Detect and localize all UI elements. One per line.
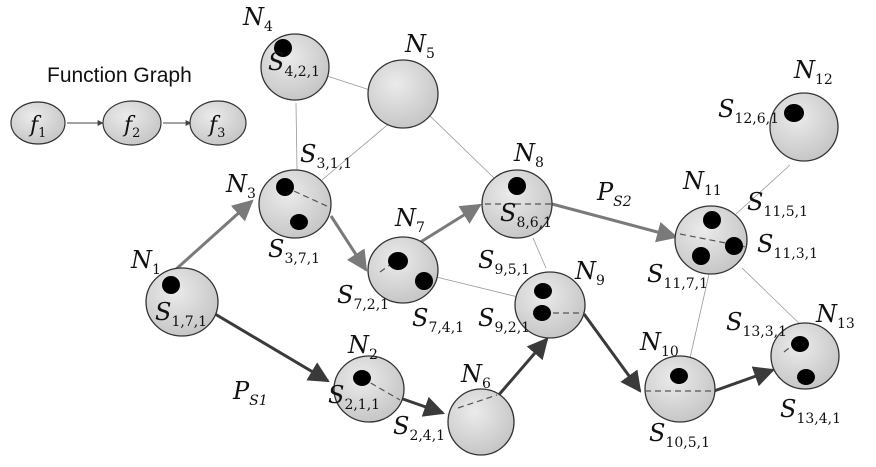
label-s861: S8,6,1 [500,199,552,231]
function-node-f3 [189,100,247,146]
link-n11-n10 [689,273,710,359]
link-n5-n8 [427,113,495,179]
label-n4: N4 [242,3,273,35]
service-dot-s1261 [784,104,804,122]
link-n7-n9 [427,274,519,298]
label-n3: N3 [225,170,256,202]
label-s371: S3,7,1 [268,235,320,267]
label-s171: S1,7,1 [155,298,207,330]
label-s1171: S11,7,1 [647,260,708,292]
service-dot-s1051 [670,368,688,384]
service-dot-s721 [388,252,408,270]
service-dot-s1171 [692,247,710,265]
label-s1341: S13,4,1 [780,395,841,427]
path-s1-n1-n2 [209,309,330,383]
service-dot-s211 [353,370,371,386]
service-labels: S1,7,1 S2,1,1 S2,4,1 S3,1,1 S3,7,1 S4,2,… [155,48,841,451]
path-s2-n8-n11 [551,202,679,243]
service-links [284,186,800,409]
link-n4-n3 [295,102,298,171]
label-n6: N6 [460,360,491,392]
service-dot-s421 [274,39,292,57]
path-s1-n2-n6 [399,396,445,417]
label-s241: S2,4,1 [393,412,445,444]
label-n12: N12 [793,56,833,88]
label-s1051: S10,5,1 [649,419,710,451]
link-n11-n13 [741,267,807,331]
label-s951: S9,5,1 [478,246,530,278]
service-dots [162,39,815,386]
link-n11-n12 [735,164,791,215]
service-dot-s1151 [703,211,721,229]
label-s1151: S11,5,1 [747,188,808,220]
service-dot-s741 [415,272,433,290]
label-path-s2: PS2 [596,178,632,210]
label-n9: N9 [574,257,605,289]
svc-link-n6 [457,394,498,409]
label-n7: N7 [394,204,425,236]
node-n12 [769,92,839,162]
service-dot-s951 [534,283,552,299]
label-n2: N2 [347,331,378,363]
service-dot-s921 [533,305,551,321]
label-n13: N13 [815,300,855,332]
path-s1 [209,309,775,417]
node-n10 [644,355,716,423]
service-dot-s171 [162,276,180,294]
path-labels: PS1 PS2 [232,178,632,409]
service-dot-s1331 [791,336,809,352]
label-n10: N10 [639,328,679,360]
label-s921: S9,2,1 [478,304,530,336]
service-dot-s1341 [797,369,815,385]
service-dot-s861 [508,177,526,195]
node-n5 [367,59,439,129]
path-s1-n6-n9 [495,337,549,398]
function-graph: Function Graph f1 f2 f3 [10,64,247,146]
label-s1331: S13,3,1 [726,308,787,340]
svc-link-n11 [679,233,747,248]
function-node-f2 [102,100,162,146]
function-graph-title: Function Graph [47,64,192,87]
label-n5: N5 [404,30,435,62]
link-n4-n5 [326,75,371,91]
link-n5-n3 [321,120,393,181]
node-n2 [333,355,405,423]
label-s311: S3,1,1 [300,140,352,172]
path-s2-n7-n8 [410,203,482,250]
label-s1131: S11,3,1 [757,230,818,262]
svc-link-n13 [783,339,800,353]
path-s2-n3-n7 [329,215,368,272]
label-s421: S4,2,1 [268,48,320,80]
svc-link-n7 [379,259,398,273]
link-n8-n9 [532,237,547,269]
path-s1-n9-n10 [582,313,642,393]
path-s2 [172,199,679,273]
node-n6 [447,388,515,456]
label-n8: N8 [513,139,544,171]
physical-links [295,75,807,359]
node-n9 [514,271,586,339]
label-n11: N11 [682,167,722,199]
node-n7 [367,236,439,304]
service-dot-s371 [290,214,308,230]
function-node-f1 [10,101,66,145]
service-dot-s311 [276,178,294,196]
label-s741: S7,4,1 [412,304,464,336]
label-s211: S2,1,1 [328,381,380,413]
node-labels: N1 N2 N3 N4 N5 N6 N7 N8 N9 N10 N11 N12 N… [130,3,855,392]
path-s1-n10-n13 [713,366,775,393]
svc-link-n3 [284,186,330,208]
service-dot-s1131 [725,237,743,255]
label-n1: N1 [130,246,161,278]
node-n13 [770,322,840,390]
label-path-s1: PS1 [232,377,268,409]
path-s2-n1-n3 [172,199,254,273]
label-s721: S7,2,1 [337,281,389,313]
label-s1261: S12,6,1 [718,95,779,127]
svc-link-n2 [361,377,401,401]
